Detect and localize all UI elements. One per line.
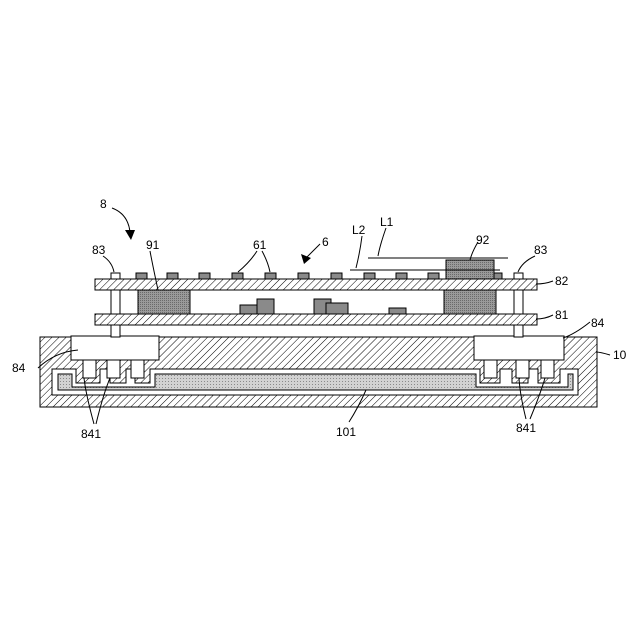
- chip-components: [240, 299, 406, 314]
- label-81: 81: [555, 308, 569, 322]
- label-8: 8: [100, 197, 107, 211]
- label-101: 101: [336, 425, 356, 439]
- label-10: 10: [613, 348, 627, 362]
- label-82: 82: [555, 274, 569, 288]
- label-841-left: 841: [81, 427, 101, 441]
- label-61: 61: [253, 238, 267, 252]
- label-91: 91: [146, 238, 160, 252]
- plate-81: [95, 314, 537, 325]
- label-83-right: 83: [534, 243, 548, 257]
- label-6: 6: [322, 235, 329, 249]
- label-92: 92: [476, 233, 490, 247]
- label-L2: L2: [352, 223, 366, 237]
- label-84-left: 84: [12, 361, 26, 375]
- label-841-right: 841: [516, 421, 536, 435]
- label-83-left: 83: [92, 243, 106, 257]
- block-91: [138, 290, 190, 314]
- right-connector-84: [474, 336, 564, 378]
- plate-82: [95, 279, 537, 290]
- label-84-right: 84: [591, 316, 605, 330]
- block-right-inner: [444, 290, 496, 314]
- label-L1: L1: [380, 215, 394, 229]
